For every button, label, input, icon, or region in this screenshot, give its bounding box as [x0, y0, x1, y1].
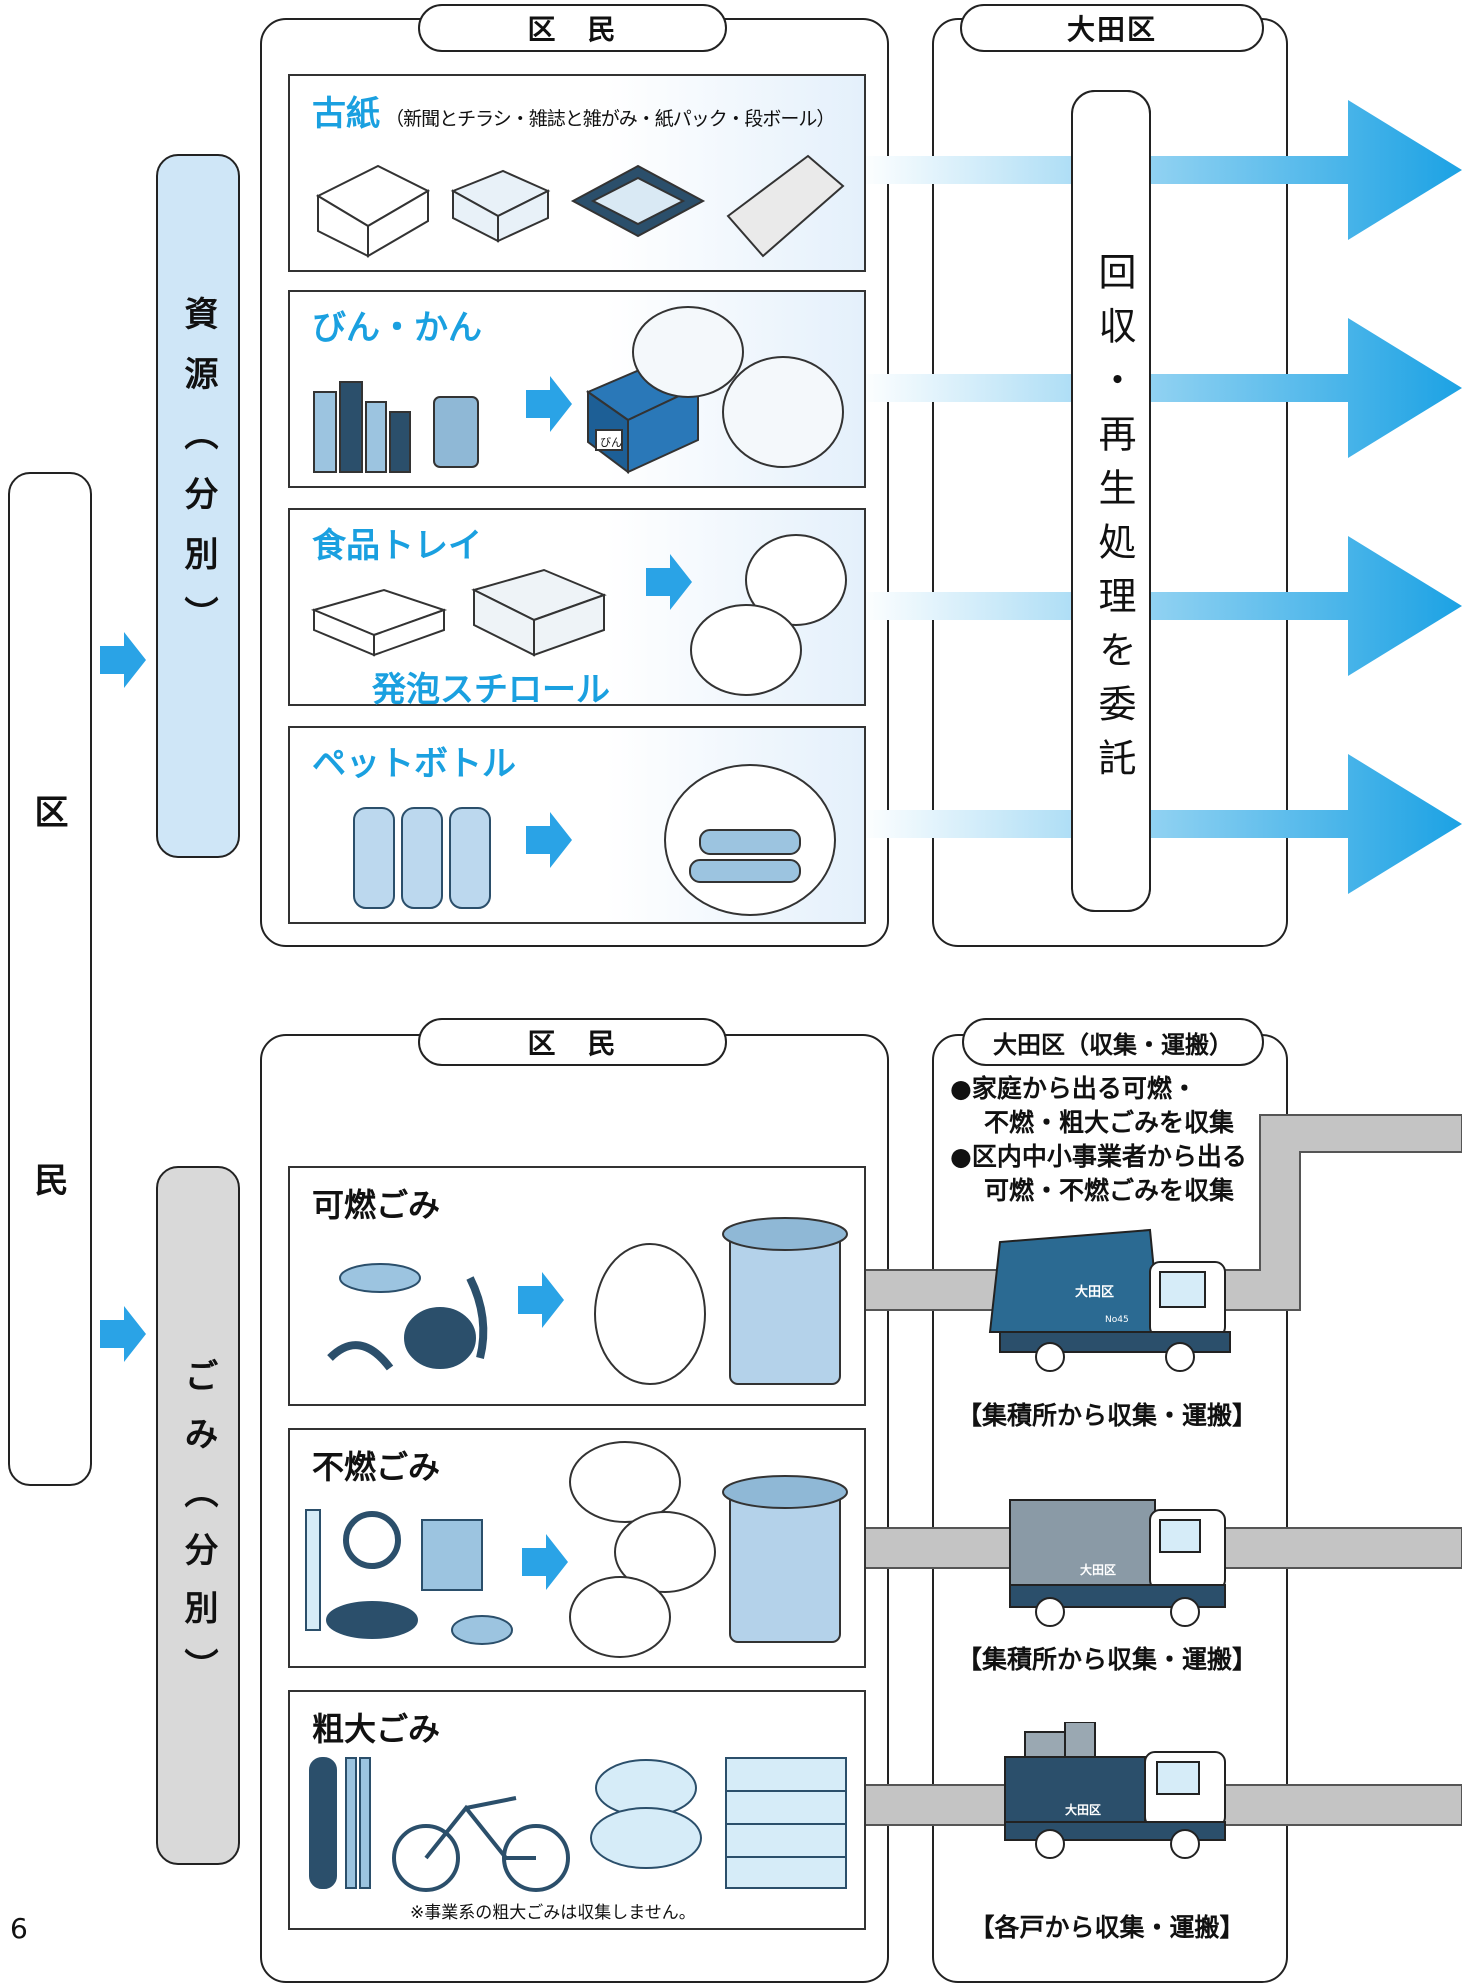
- arrow-right-icon: [646, 554, 692, 610]
- noncombustible-items-icon: [305, 1509, 513, 1645]
- styrofoam-label: 発泡スチロール: [372, 670, 610, 710]
- item-oversized: 粗大ごみ ※事業系の粗大ごみは収集しません。: [288, 1690, 866, 1930]
- newspaper-bundle-icon: [315, 154, 845, 258]
- noncombustible-title: 不燃ごみ: [312, 1448, 441, 1486]
- arrow-right-icon: [526, 376, 572, 432]
- item-pet-bottles: ペットボトル: [288, 726, 866, 924]
- oversized-title: 粗大ごみ: [312, 1710, 441, 1748]
- flatbed-truck-icon: 大田区: [1004, 1722, 1226, 1859]
- item-noncombustible: 不燃ごみ: [288, 1428, 866, 1668]
- arrow-right-icon: [526, 812, 572, 868]
- note-line-2: 不燃・粗大ごみを収集: [984, 1108, 1235, 1137]
- pet-bottles-icon: [353, 807, 491, 909]
- resources-header-resident: 区 民: [418, 4, 727, 52]
- note-line-4: 可燃・不燃ごみを収集: [984, 1176, 1235, 1205]
- resources-header-ota: 大田区: [960, 4, 1264, 52]
- truck-label-2: 大田区: [1080, 1562, 1116, 1577]
- caption-noncombustible: 【集積所から収集・運搬】: [956, 1645, 1257, 1674]
- caption-oversized: 【各戸から収集・運搬】: [969, 1913, 1245, 1942]
- garbage-side-text: ごみ（分別）: [178, 1358, 218, 1706]
- combustible-title: 可燃ごみ: [312, 1186, 441, 1224]
- item-food-trays: 食品トレイ 発泡スチロール: [288, 508, 866, 710]
- garbage-header-ota: 大田区（収集・運搬）: [962, 1018, 1264, 1066]
- pet-bottles-title: ペットボトル: [312, 744, 516, 784]
- resident-label-text: 区 民: [28, 794, 68, 1346]
- recycle-crate-icon: びん: [585, 306, 844, 474]
- garbage-truck-icon: 大田区 No45: [988, 1228, 1231, 1372]
- garbage-header-resident: 区 民: [418, 1018, 727, 1066]
- resident-side-label: 区 民: [8, 472, 92, 1486]
- bottles-icon: [313, 381, 479, 473]
- resources-side-text: 資源（分別）: [178, 296, 218, 656]
- big-arrow-right-icon: [858, 100, 1462, 240]
- trash-bag-icon: [690, 534, 847, 696]
- arrow-right-icon: [100, 1306, 146, 1362]
- used-paper-title: 古紙: [312, 94, 380, 134]
- caption-combustible: 【集積所から収集・運搬】: [956, 1401, 1257, 1430]
- trash-bag-icon: [664, 764, 836, 916]
- tray-icon: [310, 568, 607, 657]
- compactor-truck-icon: 大田区: [1009, 1499, 1226, 1627]
- bottles-cans-title: びん・かん: [312, 308, 482, 348]
- used-paper-subtitle: （新聞とチラシ・雑誌と雑がみ・紙パック・段ボール）: [385, 108, 835, 130]
- crate-label: びん: [600, 436, 622, 449]
- oversized-items-icon: [309, 1757, 847, 1892]
- trash-can-icon: [594, 1217, 848, 1385]
- item-combustible: 可燃ごみ: [288, 1166, 866, 1406]
- truck-label-1: 大田区: [1075, 1284, 1114, 1300]
- garbage-side-pill: ごみ（分別）: [156, 1166, 240, 1865]
- arrow-right-icon: [100, 632, 146, 688]
- big-arrow-right-icon: [858, 318, 1462, 458]
- recycling-consignment-overlay-text: 回収・再生処理を委託: [1092, 252, 1136, 792]
- arrow-right-icon: [522, 1534, 568, 1590]
- arrow-right-icon: [518, 1272, 564, 1328]
- page-number: 6: [10, 1912, 28, 1945]
- food-waste-icon: [327, 1263, 488, 1371]
- trash-can-icon: [569, 1441, 848, 1658]
- big-arrow-right-icon: [858, 536, 1462, 676]
- big-arrow-right-icon: [858, 754, 1462, 894]
- food-trays-title: 食品トレイ: [312, 526, 482, 566]
- truck-number: No45: [1105, 1315, 1129, 1325]
- collection-notes: ●家庭から出る可燃・ 不燃・粗大ごみを収集 ●区内中小事業者から出る 可燃・不燃…: [950, 1072, 1247, 1208]
- recycling-consignment-overlay: 回収・再生処理を委託: [1071, 90, 1151, 912]
- oversized-note: ※事業系の粗大ごみは収集しません。: [410, 1903, 696, 1923]
- note-line-1: ●家庭から出る可燃・: [950, 1074, 1197, 1103]
- truck-label-3: 大田区: [1065, 1802, 1101, 1817]
- item-used-paper: 古紙 （新聞とチラシ・雑誌と雑がみ・紙パック・段ボール）: [288, 74, 866, 272]
- resources-side-pill: 資源（分別）: [156, 154, 240, 858]
- item-bottles-cans: びん・かん びん: [288, 290, 866, 488]
- note-line-3: ●区内中小事業者から出る: [950, 1142, 1247, 1171]
